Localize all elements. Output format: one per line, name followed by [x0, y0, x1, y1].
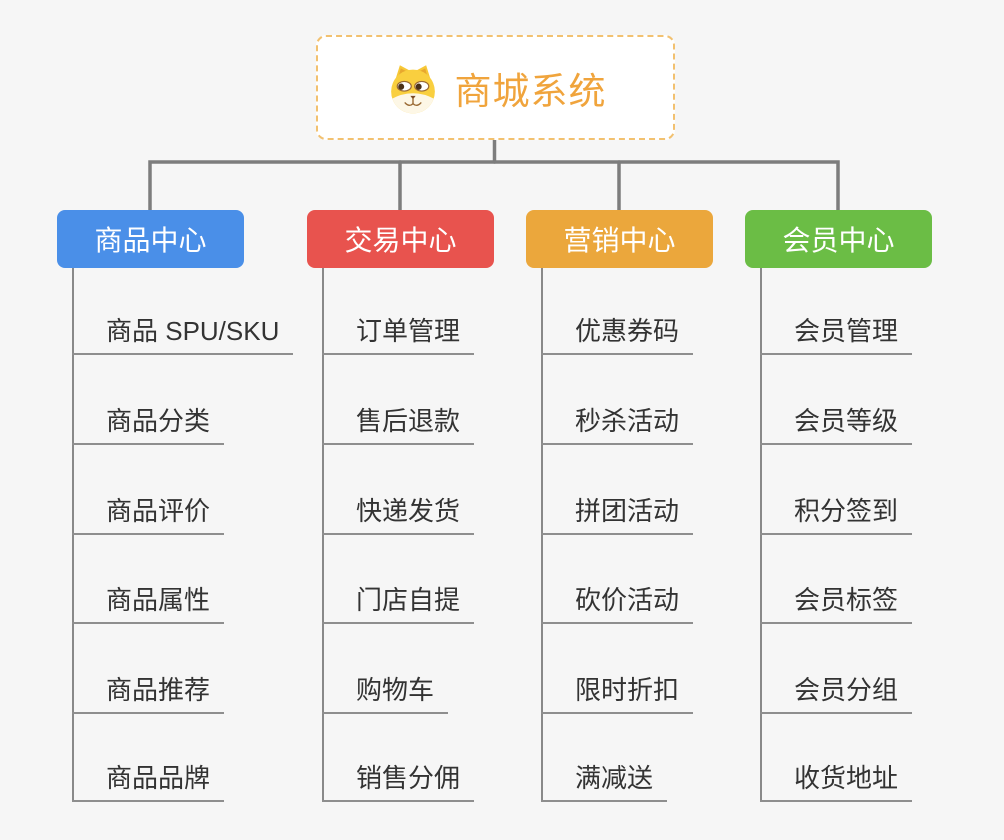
branch-node[interactable]: 交易中心 — [307, 210, 494, 268]
branch-node[interactable]: 会员中心 — [745, 210, 932, 268]
leaf-node[interactable]: 商品评价 — [72, 495, 225, 535]
root-title: 商城系统 — [454, 70, 607, 112]
leaf-node[interactable]: 商品品牌 — [72, 762, 225, 802]
leaf-node[interactable]: 会员分组 — [760, 674, 913, 714]
root-node[interactable]: 商城系统 — [316, 35, 675, 140]
branch-trunk-line — [322, 268, 324, 802]
branch-label: 商品中心 — [94, 225, 207, 256]
branch-column-3: 营销中心 优惠券码秒杀活动拼团活动砍价活动限时折扣满减送 — [526, 210, 766, 810]
leaf-node[interactable]: 满减送 — [541, 762, 668, 802]
leaf-node[interactable]: 积分签到 — [760, 495, 913, 535]
leaf-node[interactable]: 门店自提 — [322, 584, 475, 624]
branch-label: 会员中心 — [782, 225, 895, 256]
leaf-node[interactable]: 商品属性 — [72, 584, 225, 624]
leaf-node[interactable]: 订单管理 — [322, 315, 475, 355]
branch-node[interactable]: 商品中心 — [57, 210, 244, 268]
leaf-node[interactable]: 限时折扣 — [541, 674, 694, 714]
leaf-node[interactable]: 优惠券码 — [541, 315, 694, 355]
branch-node[interactable]: 营销中心 — [526, 210, 713, 268]
branch-label: 交易中心 — [344, 225, 457, 256]
branch-trunk-line — [541, 268, 543, 802]
leaf-node[interactable]: 会员管理 — [760, 315, 913, 355]
leaf-node[interactable]: 商品推荐 — [72, 674, 225, 714]
leaf-node[interactable]: 商品 SPU/SKU — [72, 315, 294, 355]
dog-face-icon — [390, 64, 435, 113]
leaf-node[interactable]: 秒杀活动 — [541, 405, 694, 445]
leaf-node[interactable]: 会员标签 — [760, 584, 913, 624]
branch-trunk-line — [72, 268, 74, 802]
leaf-node[interactable]: 快递发货 — [322, 495, 475, 535]
leaf-node[interactable]: 拼团活动 — [541, 495, 694, 535]
branch-column-2: 交易中心 订单管理售后退款快递发货门店自提购物车销售分佣 — [307, 210, 547, 810]
branch-label: 营销中心 — [563, 225, 676, 256]
branch-column-4: 会员中心 会员管理会员等级积分签到会员标签会员分组收货地址 — [745, 210, 985, 810]
leaf-node[interactable]: 售后退款 — [322, 405, 475, 445]
leaf-node[interactable]: 会员等级 — [760, 405, 913, 445]
branch-column-1: 商品中心 商品 SPU/SKU 商品分类商品评价商品属性商品推荐商品品牌 — [57, 210, 297, 810]
leaf-node[interactable]: 砍价活动 — [541, 584, 694, 624]
leaf-node[interactable]: 销售分佣 — [322, 762, 475, 802]
leaf-node[interactable]: 商品分类 — [72, 405, 225, 445]
branch-trunk-line — [760, 268, 762, 802]
leaf-node[interactable]: 收货地址 — [760, 762, 913, 802]
leaf-node[interactable]: 购物车 — [322, 674, 449, 714]
